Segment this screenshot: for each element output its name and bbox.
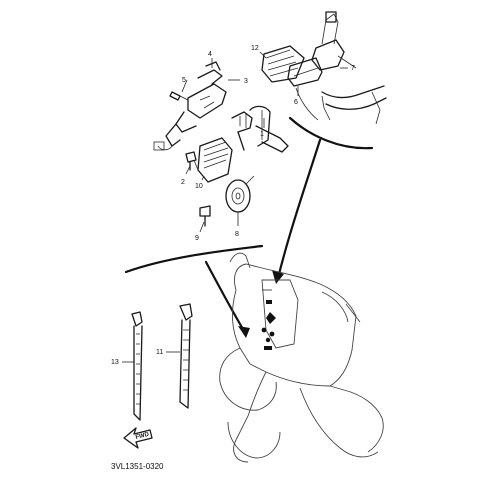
frame-fragment [295, 85, 387, 125]
regulator [193, 137, 233, 183]
main-switch-assembly [153, 61, 227, 151]
cable-tie-11 [179, 303, 193, 409]
callout-5: 5 [182, 77, 186, 84]
callout-1: 1 [260, 131, 264, 138]
horn [225, 175, 255, 213]
electrical-box-12 [261, 45, 305, 83]
horn-bracket [231, 105, 289, 153]
fwd-label: FWD [135, 432, 150, 441]
callout-2: 2 [181, 179, 185, 186]
callout-labels: 1 2 3 4 5 6 7 8 9 10 11 12 13 [111, 45, 355, 366]
callout-13: 13 [111, 359, 119, 366]
callout-8: 8 [235, 231, 239, 238]
scooter-outline [219, 252, 384, 463]
group-separators [124, 116, 374, 274]
callout-11: 11 [156, 349, 163, 356]
connector-7 [311, 11, 357, 71]
bolt-2 [185, 151, 197, 171]
callout-9: 9 [195, 235, 199, 242]
fwd-arrow-icon: FWD [123, 427, 153, 449]
scooter-detail-marks [261, 289, 276, 350]
callout-3: 3 [244, 78, 248, 85]
diagram-code: 3VL1351-0320 [111, 462, 164, 471]
leader-lines [122, 51, 348, 363]
callout-12: 12 [251, 45, 259, 52]
bracket-6 [287, 57, 323, 87]
callout-10: 10 [195, 183, 203, 190]
pointer-arrows [204, 138, 322, 338]
callout-6: 6 [294, 99, 298, 106]
callout-7: 7 [351, 65, 355, 72]
screw-9 [199, 205, 211, 227]
cable-tie-13 [131, 311, 143, 421]
callout-4: 4 [208, 51, 212, 58]
